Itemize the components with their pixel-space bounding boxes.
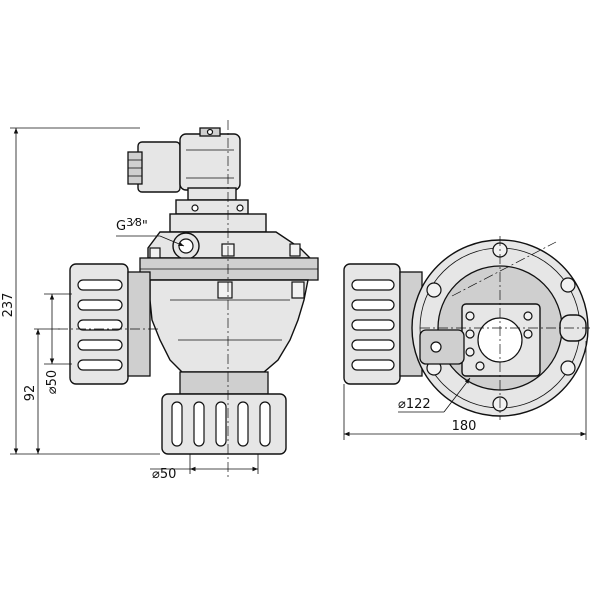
label-port-thread: G3⁄8" — [116, 216, 148, 234]
pilot-head — [169, 187, 267, 233]
dimension-inlet-center-height: 92 — [23, 328, 60, 454]
solenoid-coil — [127, 127, 241, 193]
label-flange-diameter: ⌀122 — [398, 397, 431, 412]
flange-bolt — [560, 360, 576, 376]
label-overall-width: 180 — [452, 419, 477, 434]
port-thread-callout: G3⁄8" — [116, 216, 185, 247]
end-view — [343, 236, 590, 420]
end-view-inlet-nut — [343, 263, 423, 385]
dimension-overall-width: 180 — [343, 341, 587, 440]
dimension-inlet-diameter: ⌀50 — [44, 293, 72, 394]
dimension-flange-diameter: ⌀122 — [398, 377, 471, 413]
dimension-overall-height: 237 — [1, 127, 160, 455]
dimension-outlet-diameter: ⌀50 — [150, 454, 259, 482]
inlet-nut — [69, 263, 151, 385]
flange-bolt — [426, 282, 442, 298]
diaphragm-cover — [147, 231, 312, 260]
side-view — [58, 120, 319, 480]
label-height-inlet-center: 92 — [23, 385, 38, 402]
label-outlet-diameter: ⌀50 — [152, 467, 176, 482]
flange-bolt — [560, 277, 576, 293]
label-inlet-diameter: ⌀50 — [45, 370, 60, 394]
label-height-overall: 237 — [1, 293, 16, 318]
outlet-nut — [161, 371, 287, 455]
